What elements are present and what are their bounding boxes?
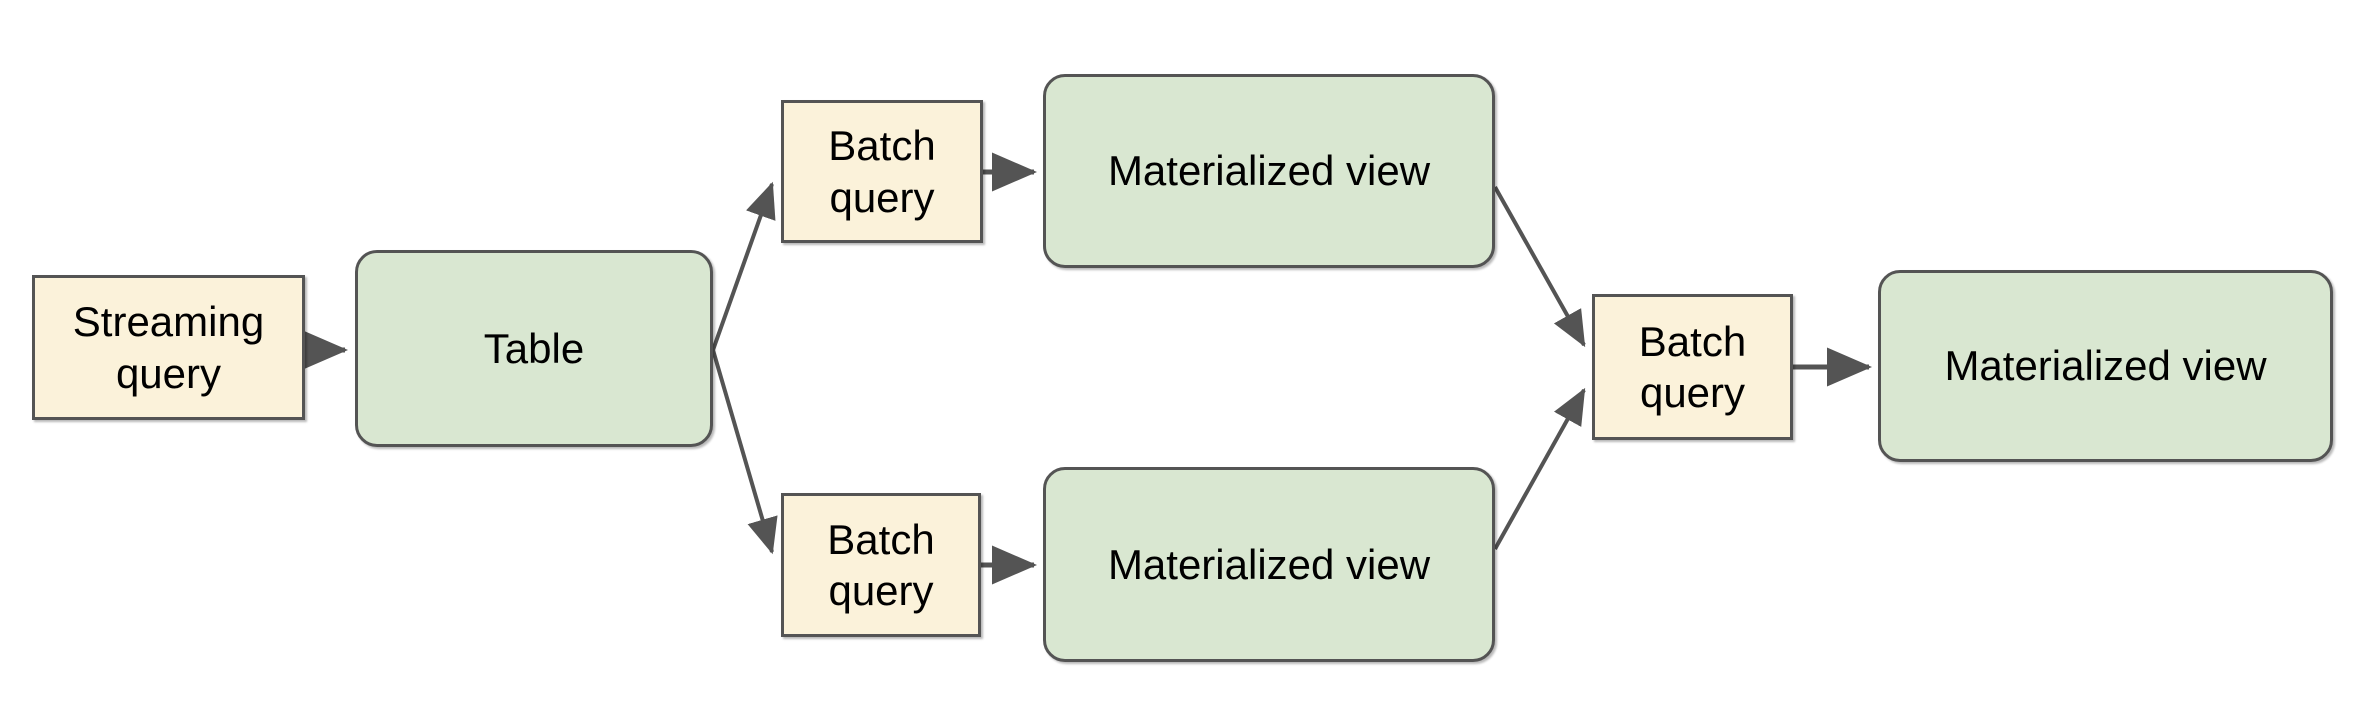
node-streaming-query-label: Streaming query: [72, 298, 265, 397]
node-batch-query-bottom-label: Batch query: [827, 515, 935, 614]
node-table[interactable]: Table: [355, 250, 713, 447]
node-materialized-view-top-label: Materialized view: [1107, 147, 1431, 195]
node-batch-query-top-label: Batch query: [828, 122, 936, 221]
node-materialized-view-top[interactable]: Materialized view: [1043, 74, 1495, 268]
node-table-label: Table: [483, 324, 585, 372]
edge-table-to-batch-query-top: [711, 181, 776, 351]
edge-materialized-view-bottom-to-batch-query-right: [1493, 387, 1586, 550]
node-batch-query-bottom[interactable]: Batch query: [781, 493, 981, 637]
node-streaming-query[interactable]: Streaming query: [32, 275, 305, 420]
node-batch-query-right[interactable]: Batch query: [1592, 294, 1793, 440]
node-materialized-view-bottom[interactable]: Materialized view: [1043, 467, 1495, 662]
edge-materialized-view-top-to-batch-query-right: [1493, 186, 1586, 348]
node-batch-query-top[interactable]: Batch query: [781, 100, 983, 243]
node-materialized-view-right[interactable]: Materialized view: [1878, 270, 2333, 462]
edge-table-to-batch-query-bottom: [711, 349, 778, 555]
node-batch-query-right-label: Batch query: [1638, 317, 1747, 416]
node-materialized-view-bottom-label: Materialized view: [1107, 540, 1431, 588]
node-materialized-view-right-label: Materialized view: [1944, 342, 2267, 390]
